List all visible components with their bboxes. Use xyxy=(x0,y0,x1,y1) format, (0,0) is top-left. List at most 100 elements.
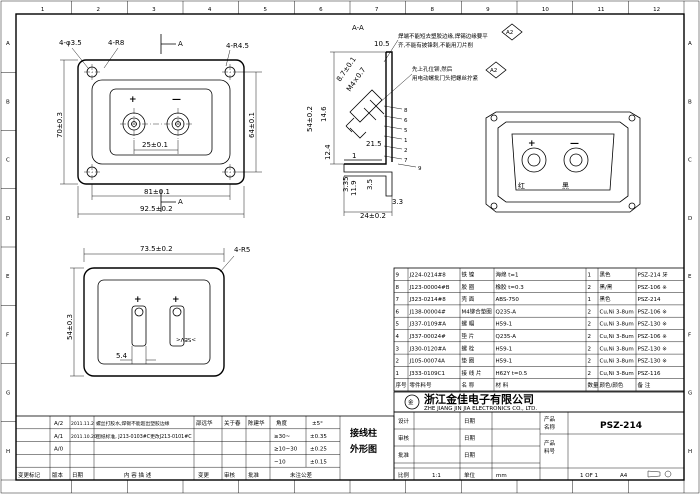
bom-cell-no: 5 xyxy=(396,322,400,328)
rev-header-stamp: 批准 xyxy=(248,471,260,479)
bom-cell-color: Cu,Ni 3-8um xyxy=(600,334,634,340)
border-row-D: D xyxy=(6,216,10,222)
bom-cell-color: Cu,Ni 3-8um xyxy=(600,359,634,365)
bom-cell-color: 黑色 xyxy=(600,295,612,303)
tb-product-label: 产品 xyxy=(544,415,556,423)
dim-height-outer: 70±0.3 xyxy=(56,112,64,138)
section-hardware xyxy=(349,127,367,139)
bom-cell-note: PSZ-106 ※ xyxy=(638,285,668,291)
top-minus-sign: — xyxy=(172,95,181,105)
bom-cell-code: J337-0109#A xyxy=(409,322,447,328)
company-name-en: ZHE JIANG JIN JIA ELECTRONICS CO., LTD. xyxy=(424,406,537,412)
bom-cell-spec: 材 料 xyxy=(496,381,509,389)
balloon-7: 7 xyxy=(404,158,408,164)
tb-check: 审核 xyxy=(398,434,410,442)
border-row-right-E: E xyxy=(688,274,692,280)
border-row-right-F: F xyxy=(688,332,691,338)
dim-section-d9: 3.5 xyxy=(366,179,374,190)
bottom-view-inner xyxy=(97,279,211,365)
balloon-5: 5 xyxy=(404,128,408,134)
tb-product-code: PSZ-214 xyxy=(600,421,642,431)
border-col-8: 8 xyxy=(431,7,435,13)
dim-bottom-radius: 4-R5 xyxy=(234,246,250,254)
rev-who: 邵远华 xyxy=(196,419,213,427)
rev-stamp: 陈建华 xyxy=(248,419,265,427)
dim-section-d11: 3.3 xyxy=(392,198,403,206)
bom-cell-qty: 2 xyxy=(588,309,592,315)
dim-section-height: 54±0.2 xyxy=(306,106,314,132)
bom-cell-qty: 2 xyxy=(588,334,592,340)
iso-minus-sign: — xyxy=(570,139,579,149)
rev-header-no: 版本 xyxy=(52,471,64,479)
revision-flag-2: A2 xyxy=(490,68,497,74)
bom-cell-no: 1 xyxy=(396,371,400,377)
border-row-right-G: G xyxy=(688,391,692,397)
iso-red-label: 红 xyxy=(518,181,525,190)
dim-section-d12: 3.35 xyxy=(342,176,350,192)
dim-hole-spacing-y: 64±0.1 xyxy=(248,112,256,138)
border-row-E: E xyxy=(6,274,10,280)
tb-unit-label: 单位 xyxy=(464,471,476,479)
bom-cell-code: 零件料号 xyxy=(410,381,433,389)
tb-design: 设计 xyxy=(398,417,410,425)
bom-cell-name: 胶 圈 xyxy=(462,283,475,291)
rev-header-who: 变更 xyxy=(198,471,210,479)
tb-date-2: 日期 xyxy=(464,452,476,459)
tb-date-0: 日期 xyxy=(464,418,476,425)
border-col-10: 10 xyxy=(542,7,549,13)
bom-cell-no: 4 xyxy=(396,334,400,340)
tb-sheet: 1 OF 1 xyxy=(580,473,598,479)
bom-cell-code: J105-00074A xyxy=(409,359,446,365)
bom-cell-color: Cu,Ni 3-8um xyxy=(600,309,634,315)
bom-cell-no: 序号 xyxy=(396,381,408,389)
border-col-6: 6 xyxy=(319,7,323,13)
bom-cell-spec: ABS-750 xyxy=(496,297,520,303)
top-view: + — 25±0.1 81±0.1 92.5±0.2 70±0.3 64±0.1… xyxy=(56,34,262,218)
bom-cell-color: Cu,Ni 3-8um xyxy=(600,322,634,328)
section-mark-top: A xyxy=(178,40,183,48)
balloon-1: 1 xyxy=(404,138,408,144)
rev-header-date: 日期 xyxy=(72,472,84,479)
tb-product-label2: 名称 xyxy=(544,423,556,431)
bom-cell-code: J323-0214#8 xyxy=(409,297,447,303)
mounting-holes xyxy=(84,64,238,180)
tolerance-header-0: 角度 xyxy=(276,419,288,427)
tolerance-header-1: ±5° xyxy=(312,421,323,427)
drawing-name-line1: 接线柱 xyxy=(350,427,377,439)
bom-cell-no: 8 xyxy=(396,285,400,291)
section-terminal-body xyxy=(349,89,383,123)
tolerance-value: ±0.35 xyxy=(310,434,327,440)
bom-cell-spec: H59-1 xyxy=(496,359,513,365)
bom-cell-note: PSZ-130 ※ xyxy=(638,346,668,352)
bom-cell-spec: H59-1 xyxy=(496,322,513,328)
bom-cell-qty: 2 xyxy=(588,322,592,328)
border-col-9: 9 xyxy=(486,7,490,13)
bom-cell-code: J330-0120#A xyxy=(409,346,447,352)
bom-cell-code: J123-00004#B xyxy=(409,285,450,291)
bom-cell-no: 9 xyxy=(396,273,400,279)
tolerance-range: ~10 xyxy=(274,459,286,465)
iso-black-label: 黑 xyxy=(562,182,569,190)
bom-cell-qty: 1 xyxy=(588,297,592,303)
tb-date-1: 日期 xyxy=(464,435,476,442)
revision-block: 角度±5°≥30~±0.35≥10~30±0.25~10±0.15未注公差A/2… xyxy=(15,415,395,481)
tb-size: A4 xyxy=(620,473,628,479)
bom-cell-spec: 橡胶 t=0.3 xyxy=(496,283,525,291)
iso-plus-sign: + xyxy=(528,139,536,149)
dim-bottom-height: 54±0.3 xyxy=(66,314,74,340)
tolerance-value: ±0.15 xyxy=(310,459,327,465)
top-view-terminals xyxy=(120,108,192,140)
bom-cell-name: 垫 圈 xyxy=(462,357,475,365)
iso-terminal-pad xyxy=(511,133,615,191)
dim-section-d8: 1 xyxy=(352,152,356,160)
iso-inner-rim xyxy=(497,121,629,203)
section-view-a-a: A-A 54±0.2 14.6 12.4 8.7±0.1 M4×0.7 10.5… xyxy=(306,23,523,220)
company-block: 金 浙江金佳电子有限公司 ZHE JIANG JIN JIA ELECTRONI… xyxy=(393,391,685,413)
bom-cell-name: 螺 栓 xyxy=(462,344,475,352)
bom-cell-name: 铁 镍 xyxy=(462,271,475,279)
section-title: A-A xyxy=(352,24,364,32)
company-logo-text: 金 xyxy=(408,398,414,406)
